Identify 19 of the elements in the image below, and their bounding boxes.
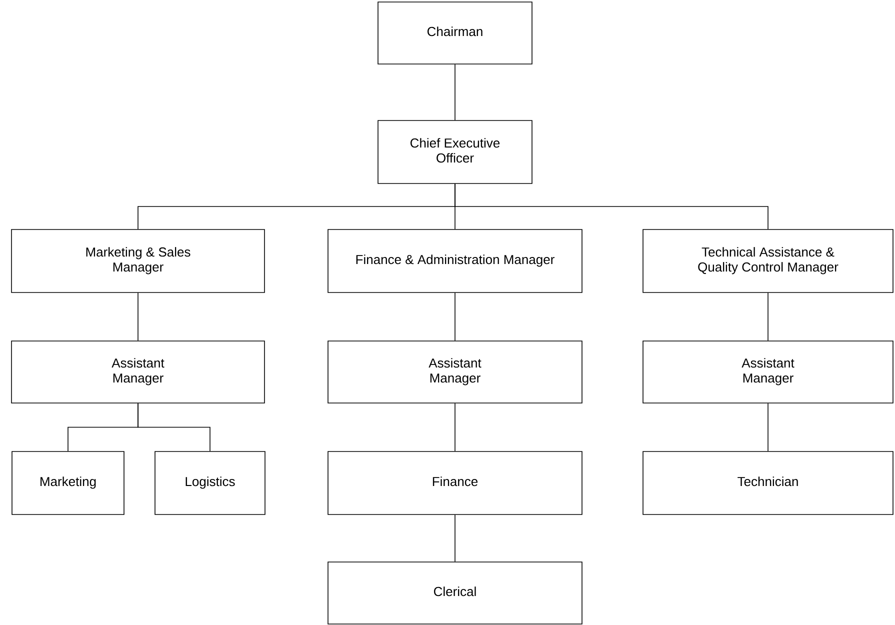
connector-line [454,403,456,452]
org-box: Technical Assistance & Quality Control Manager [642,229,894,293]
org-box: Assistant Manager [642,340,894,404]
org-box: Marketing [12,451,124,515]
connector-line [454,292,456,341]
connector-line [138,403,210,452]
connector-line [454,184,768,230]
org-box: Finance [328,451,582,515]
org-box: Chief Executive Officer [378,120,532,184]
connector-line [454,64,456,120]
org-box: Marketing & Sales Manager [11,229,265,293]
org-box: Assistant Manager [328,340,582,404]
org-box: Clerical [328,562,582,624]
org-box: Technician [642,451,894,515]
org-box: Chairman [378,2,532,64]
org-box: Assistant Manager [11,340,265,404]
connector-line [454,514,456,562]
org-box: Logistics [154,451,266,515]
org-box: Finance & Administration Manager [328,229,582,293]
